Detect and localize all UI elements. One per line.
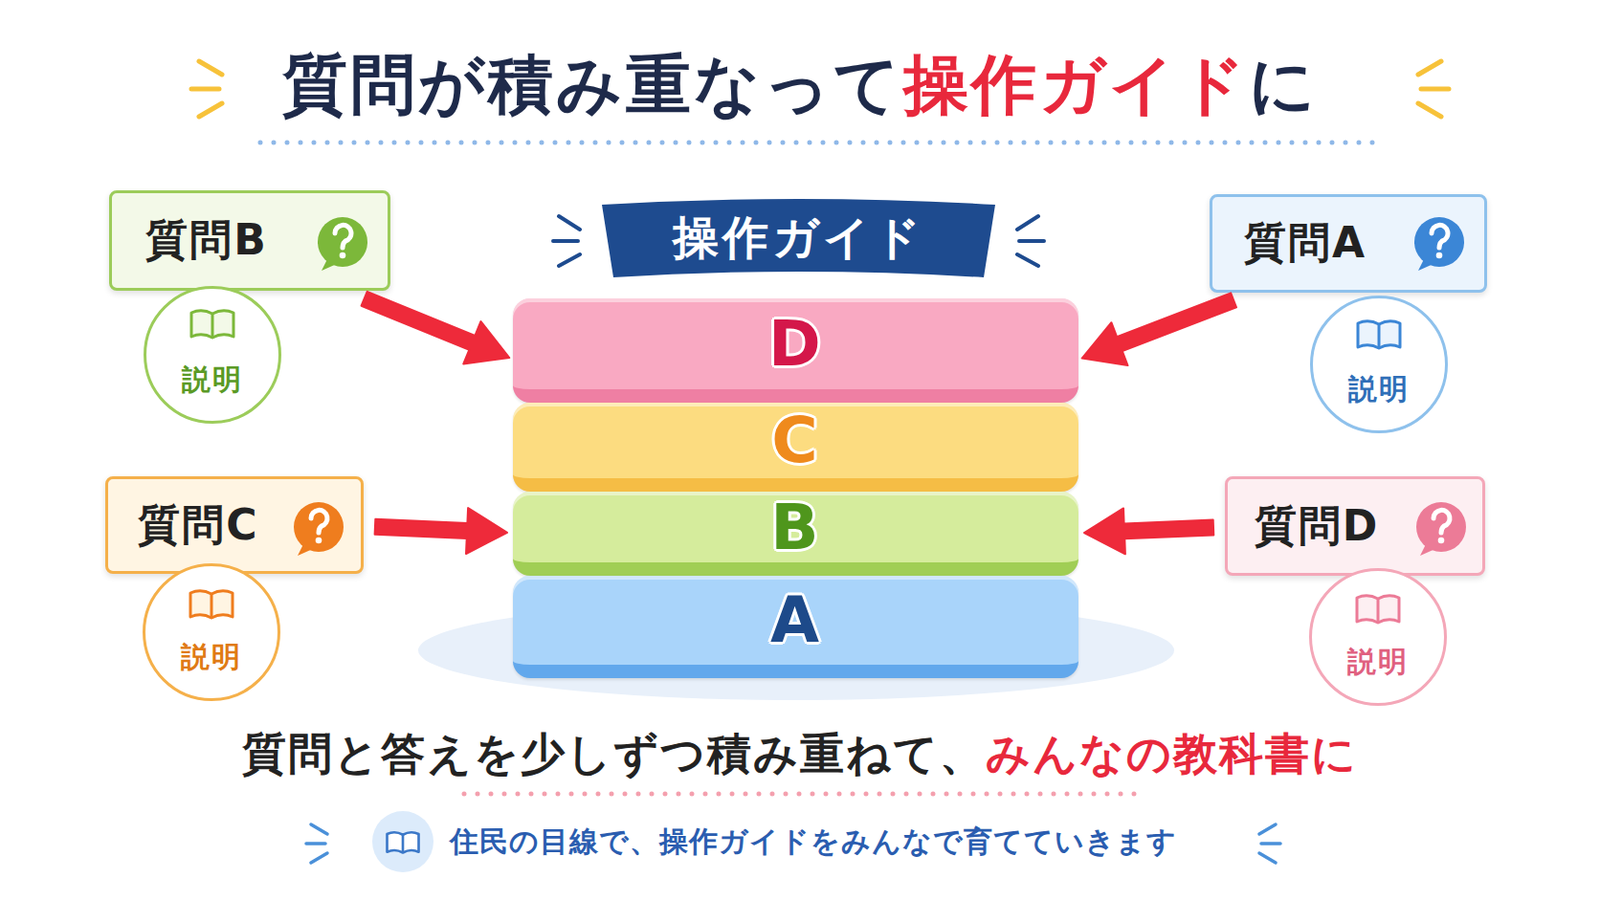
question-box: 質問D (1224, 476, 1486, 577)
arrow-connector (375, 508, 508, 555)
question-box: 質問A (1209, 194, 1488, 293)
book-icon (1357, 321, 1400, 349)
book-spine (401, 835, 405, 854)
book-outline (191, 311, 234, 338)
question-mark (311, 510, 328, 534)
layer-letter: C (771, 403, 820, 478)
book-outline (387, 832, 420, 853)
explanation-circle: 説明 (1310, 295, 1448, 434)
book-spine (211, 313, 215, 338)
sparkle-right (1259, 824, 1281, 864)
dotted-rule (464, 792, 1143, 798)
explanation-circle: 説明 (1309, 568, 1447, 707)
guide-layer-band: B (512, 491, 1079, 577)
node-text: 説明 (181, 360, 244, 400)
book-outline (190, 591, 233, 619)
question-bubble (1414, 217, 1465, 271)
question-dot (315, 537, 323, 545)
bubble-tail (297, 544, 315, 556)
node-text: 質問D (1254, 498, 1380, 556)
bubble-tail (1418, 259, 1436, 271)
bubble-body (293, 502, 344, 553)
bubble-body (1416, 502, 1467, 553)
question-mark (334, 224, 352, 248)
book-icon (190, 591, 233, 619)
node-text: 質問C (137, 497, 259, 555)
arrow-connector (361, 291, 511, 365)
question-dot (339, 252, 347, 260)
arrow-connector (1084, 508, 1214, 555)
arrow-connector (1082, 292, 1237, 366)
footer-note: 住民の目線で、操作ガイドをみんなで育てていきます (449, 822, 1178, 863)
question-bubble (293, 502, 344, 556)
question-dot (1438, 537, 1445, 545)
question-bubble (317, 217, 368, 271)
book-outline (1357, 321, 1400, 349)
guide-layer-band: C (512, 402, 1079, 492)
book-spine (210, 594, 214, 619)
guide-banner: 操作ガイド (601, 199, 996, 282)
question-box: 質問B (109, 190, 391, 291)
book-outline (1356, 596, 1400, 623)
layer-letter: A (770, 583, 822, 658)
layer-letter: D (768, 307, 823, 381)
guide-layer-band: D (512, 298, 1079, 403)
guide-layer-band: A (512, 576, 1079, 679)
question-dot (1436, 252, 1444, 260)
banner-ribbon (601, 199, 996, 278)
explanation-circle: 説明 (142, 563, 281, 702)
explanation-circle: 説明 (143, 286, 282, 424)
question-mark (1433, 510, 1450, 534)
node-text: 質問B (145, 212, 268, 269)
dotted-rule (260, 140, 1378, 146)
node-text: 説明 (180, 638, 243, 678)
book-spine (1377, 324, 1381, 349)
diagram-title: 質問が積み重なって操作ガイドに (0, 42, 1600, 130)
sparkle-left (306, 824, 328, 864)
diagram-caption: 質問と答えを少しずつ積み重ねて、みんなの教科書に (0, 725, 1600, 785)
sparkle-left (553, 216, 580, 267)
question-box: 質問C (105, 476, 364, 575)
layer-letter: B (770, 490, 821, 565)
node-text: 説明 (1347, 643, 1409, 683)
sparkle-right (1017, 216, 1045, 267)
bubble-tail (1420, 544, 1438, 556)
bubble-body (317, 217, 368, 267)
book-spine (1377, 599, 1380, 623)
bubble-tail (321, 259, 339, 271)
sparkle-right (1418, 61, 1449, 117)
book-badge (372, 811, 434, 873)
node-text: 質問A (1244, 215, 1367, 272)
book-icon (1356, 596, 1400, 623)
node-text: 説明 (1348, 370, 1410, 410)
book-icon (387, 832, 420, 853)
bubble-body (1414, 217, 1465, 267)
sparkle-left (191, 61, 223, 117)
question-mark (1431, 224, 1448, 248)
question-bubble (1416, 502, 1467, 556)
book-icon (191, 311, 234, 338)
node-text: 操作ガイド (672, 207, 925, 269)
